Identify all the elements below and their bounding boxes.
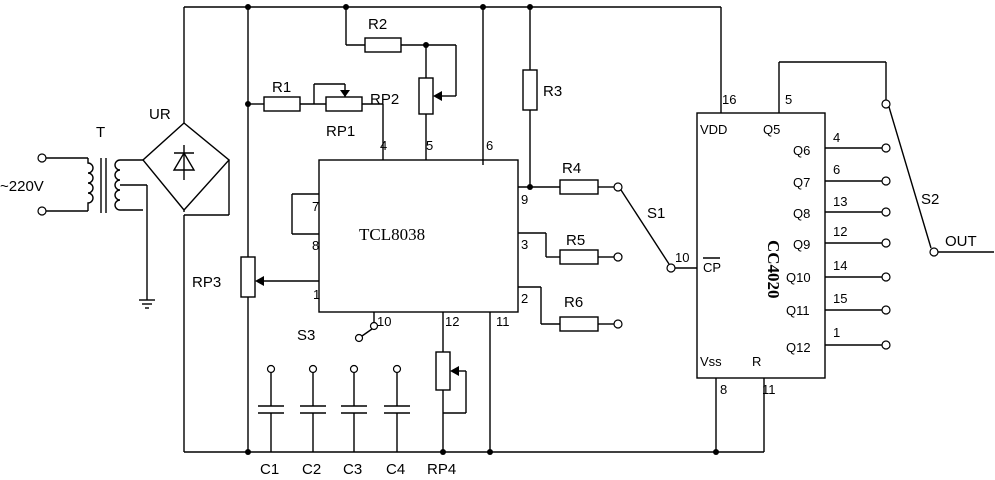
cc4020-pin-6: 6: [833, 162, 840, 177]
resistor-r2: R2: [364, 16, 402, 53]
tcl8038-pin-2: 2: [521, 291, 528, 306]
tcl8038-pin-9: 9: [521, 192, 528, 207]
tcl8038-pin-1: 1: [313, 287, 320, 302]
switch-s2[interactable]: S2: [888, 106, 939, 257]
c4-label: C4: [386, 461, 405, 478]
q8-terminal[interactable]: [881, 207, 891, 217]
cc4020-pin-12: 12: [833, 224, 847, 239]
c1-label: C1: [260, 461, 279, 478]
transformer: T: [87, 124, 155, 309]
potentiometer-rp4: RP4: [427, 351, 467, 478]
q6-terminal[interactable]: [881, 143, 891, 153]
capacitor-c1: C1: [258, 364, 284, 478]
s1-label: S1: [647, 205, 665, 222]
cc4020-pin-13: 13: [833, 194, 847, 209]
s3-label: S3: [297, 327, 315, 344]
cc4020-cp: CP: [703, 260, 721, 275]
q10-terminal[interactable]: [881, 272, 891, 282]
rectifier-label: UR: [149, 106, 171, 123]
cc4020-pin-1: 1: [833, 325, 840, 340]
q9-terminal[interactable]: [881, 238, 891, 248]
top-rail: [184, 4, 722, 165]
bridge-rectifier: UR: [142, 106, 231, 287]
cc4020-vss: Vss: [700, 354, 722, 369]
potentiometer-rp1: RP1: [313, 83, 363, 140]
tcl8038-name: TCL8038: [359, 225, 425, 244]
mains-terminal-bottom[interactable]: [37, 206, 47, 216]
cc4020-pin-10: 10: [675, 250, 689, 265]
r2-label: R2: [368, 16, 387, 33]
cc4020-q6: Q6: [793, 143, 810, 158]
tcl8038-chip: TCL8038 1 2 3 4 5 6 7 8 9 10 11 12: [312, 138, 528, 329]
tcl8038-pin-12: 12: [445, 314, 459, 329]
rp4-label: RP4: [427, 461, 456, 478]
tcl8038-pin-5: 5: [426, 138, 433, 153]
cc4020-r: R: [752, 354, 761, 369]
output-label: OUT: [945, 233, 977, 250]
q7-terminal[interactable]: [881, 176, 891, 186]
resistor-r5: R5: [559, 232, 599, 265]
switch-s3[interactable]: S3: [297, 321, 379, 345]
c2-label: C2: [302, 461, 321, 478]
cc4020-q10: Q10: [786, 270, 811, 285]
capacitor-c2: C2: [300, 364, 326, 478]
cc4020-name: CC4020: [764, 240, 783, 299]
cc4020-chip: CC4020 VDD Q5 16 5 CP 10 Vss R 8 11 Q6 Q…: [675, 92, 847, 397]
cc4020-pin-5: 5: [785, 92, 792, 107]
resistor-r6: R6: [559, 294, 599, 332]
q11-terminal[interactable]: [881, 305, 891, 315]
cc4020-q7: Q7: [793, 175, 810, 190]
cc4020-vdd: VDD: [700, 122, 727, 137]
r6-label: R6: [564, 294, 583, 311]
c3-label: C3: [343, 461, 362, 478]
cc4020-pin-11: 11: [762, 382, 776, 397]
cc4020-pin-4: 4: [833, 130, 840, 145]
rp1-label: RP1: [326, 123, 355, 140]
cc4020-q11: Q11: [786, 303, 810, 318]
tcl8038-pin-4: 4: [380, 138, 387, 153]
cc4020-q9: Q9: [793, 237, 810, 252]
tcl8038-pin-11: 11: [496, 314, 510, 329]
r5-terminal[interactable]: [613, 252, 623, 262]
r6-terminal[interactable]: [613, 319, 623, 329]
resistor-r3: R3: [522, 69, 562, 111]
cc4020-q5: Q5: [763, 122, 780, 137]
capacitor-c4: C4: [384, 364, 410, 478]
transformer-label: T: [96, 124, 105, 141]
q12-terminal[interactable]: [881, 340, 891, 350]
r4-terminal[interactable]: [613, 182, 623, 192]
resistor-r4: R4: [559, 160, 599, 195]
rp3-label: RP3: [192, 274, 221, 291]
cc4020-pin-14: 14: [833, 258, 847, 273]
cc4020-pin-16: 16: [722, 92, 736, 107]
potentiometer-rp2: RP2: [370, 45, 457, 115]
resistor-r1: R1: [263, 79, 301, 112]
cc4020-q8: Q8: [793, 206, 810, 221]
switch-s1[interactable]: S1: [620, 189, 676, 273]
capacitor-c3: C3: [341, 364, 367, 478]
tcl8038-pin-7: 7: [312, 199, 319, 214]
mains-input: ~220V: [0, 153, 88, 216]
q-outputs: [825, 143, 891, 350]
q5-terminal[interactable]: [881, 99, 891, 109]
tcl8038-pin-3: 3: [521, 237, 528, 252]
tcl8038-pin-10: 10: [377, 314, 391, 329]
mains-terminal-top[interactable]: [37, 153, 47, 163]
mains-voltage-label: ~220V: [0, 178, 44, 195]
cc4020-q12: Q12: [786, 340, 811, 355]
s2-label: S2: [921, 191, 939, 208]
potentiometer-rp3: RP3: [192, 256, 319, 452]
cc4020-pin-8: 8: [720, 382, 727, 397]
cc4020-pin-15: 15: [833, 291, 847, 306]
r1-label: R1: [272, 79, 291, 96]
r5-label: R5: [566, 232, 585, 249]
r3-label: R3: [543, 83, 562, 100]
rp2-label: RP2: [370, 91, 399, 108]
tcl8038-pin-8: 8: [312, 238, 319, 253]
tcl8038-pin-6: 6: [486, 138, 493, 153]
r4-label: R4: [562, 160, 581, 177]
